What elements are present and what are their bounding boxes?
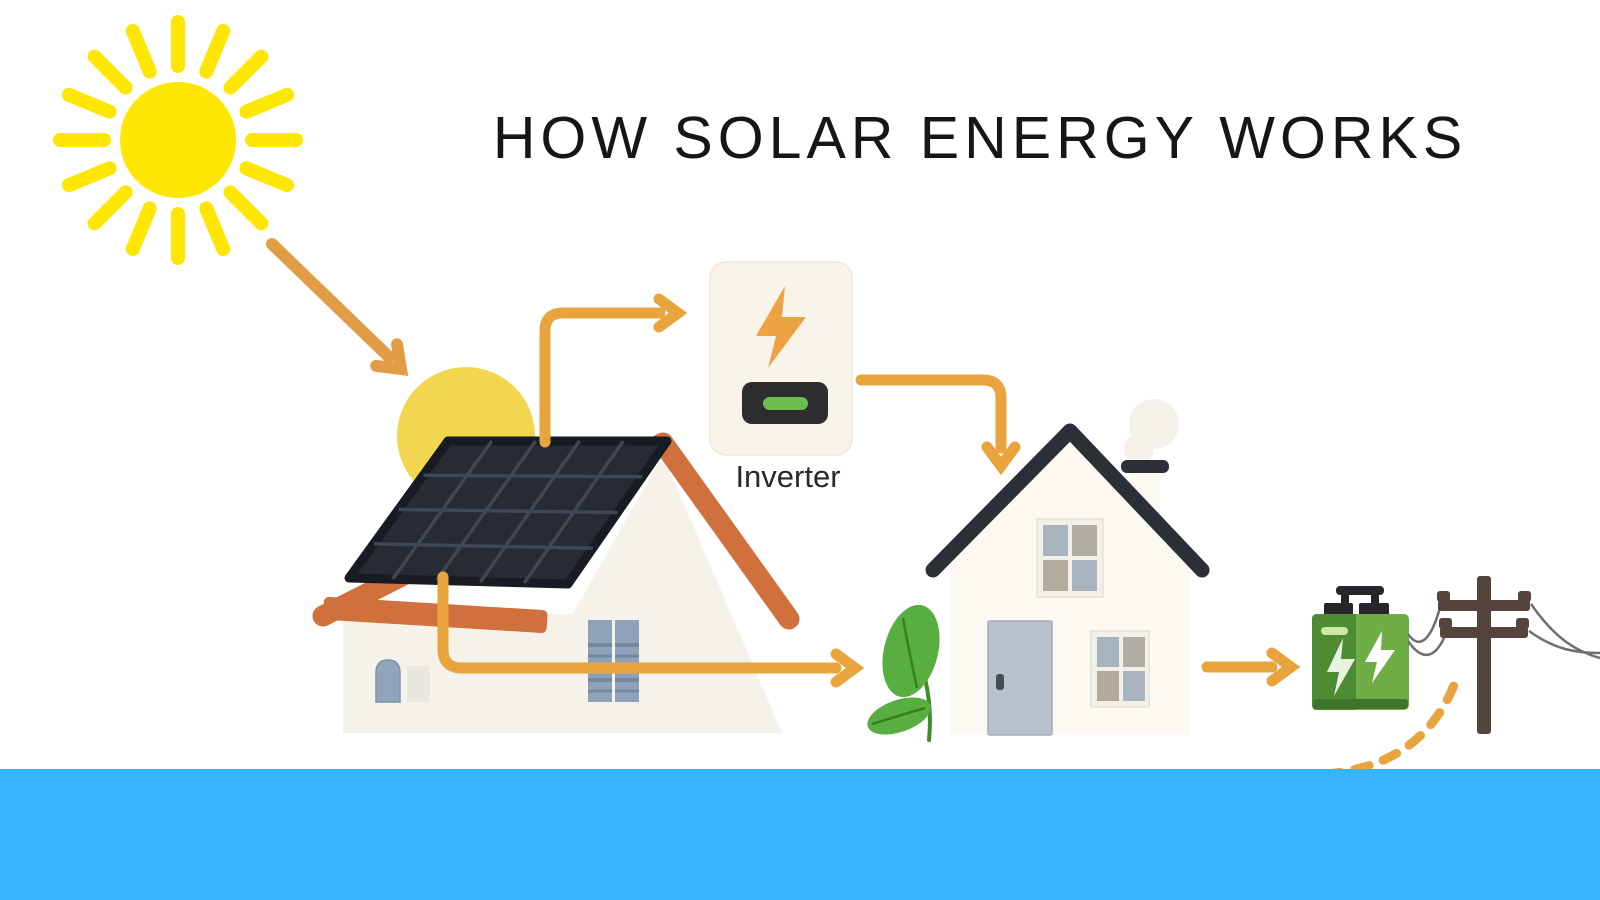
- roof-eave: [323, 596, 548, 633]
- gable-wall: [936, 430, 1201, 570]
- page-title: HOW SOLAR ENERGY WORKS: [492, 105, 1468, 171]
- power-pole-icon: [1406, 576, 1600, 734]
- arrow-house-to-home: [437, 571, 865, 688]
- chimney-smoke: [1124, 434, 1154, 464]
- battery-icon: [1312, 586, 1409, 710]
- sun-icon: [53, 15, 303, 265]
- door-icon: [987, 620, 1053, 736]
- lightning-bolt-icon: [1327, 638, 1355, 696]
- lightning-bolt-icon: [756, 286, 806, 368]
- arrow-panel-to-inverter: [539, 293, 688, 448]
- footer-bar: [0, 769, 1600, 900]
- lightning-bolt-icon: [1365, 631, 1395, 683]
- door-icon: [375, 659, 401, 703]
- solar-panel-icon: [344, 436, 672, 589]
- arrow-inverter-to-home: [855, 374, 1021, 476]
- roof-icon: [925, 423, 1210, 578]
- window-icon: [1090, 630, 1150, 708]
- dashed-grid-line-icon: [1320, 675, 1461, 779]
- window-icon: [615, 620, 639, 702]
- window-icon: [1036, 518, 1104, 598]
- arrow-home-to-battery: [1201, 647, 1301, 687]
- inverter-label: Inverter: [735, 459, 841, 494]
- sunlight-arrow-icon: [266, 238, 409, 376]
- leaf-icon: [867, 604, 940, 742]
- side-window: [407, 666, 430, 702]
- window-icon: [588, 620, 612, 702]
- inverter-icon: [709, 261, 853, 456]
- home-icon: [925, 399, 1210, 736]
- chimney-cap: [1121, 460, 1169, 473]
- door-handle: [996, 674, 1004, 690]
- indicator-light: [763, 397, 808, 410]
